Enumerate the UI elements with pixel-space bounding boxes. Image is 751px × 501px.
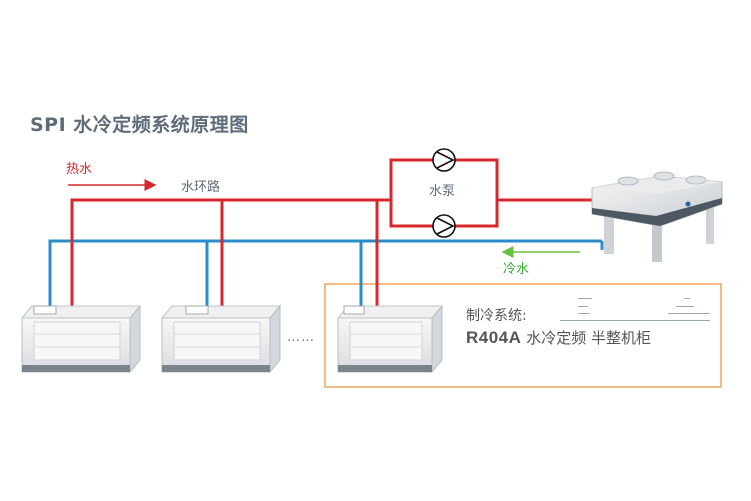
hot-water-label: 热水: [66, 162, 93, 177]
refrigeration-system-desc: R404A 水冷定频 半整机柜: [466, 327, 651, 348]
cold-water-label: 冷水: [503, 262, 530, 277]
cold-water-pipes: [48, 239, 604, 312]
display-cabinet-3: [336, 304, 444, 374]
fine-print-lines: [560, 298, 710, 321]
pump-top-icon: [432, 148, 456, 172]
hot-water-pipes: [70, 158, 602, 312]
refrigeration-system-label: 制冷系统:: [466, 308, 527, 324]
water-pump-label: 水泵: [429, 184, 456, 199]
refrigerant-name: R404A: [466, 328, 522, 347]
diagram-title: SPI 水冷定频系统原理图: [30, 114, 249, 136]
system-description: 水冷定频 半整机柜: [526, 329, 651, 347]
water-loop-label: 水环路: [181, 180, 221, 195]
more-cabinets-ellipsis: ……: [287, 330, 315, 345]
dry-cooler-icon: [591, 171, 723, 262]
refrigeration-system-box: [324, 283, 722, 388]
pump-bottom-icon: [432, 214, 456, 238]
display-cabinet-2: [160, 304, 282, 374]
display-cabinet-1: [20, 304, 142, 374]
